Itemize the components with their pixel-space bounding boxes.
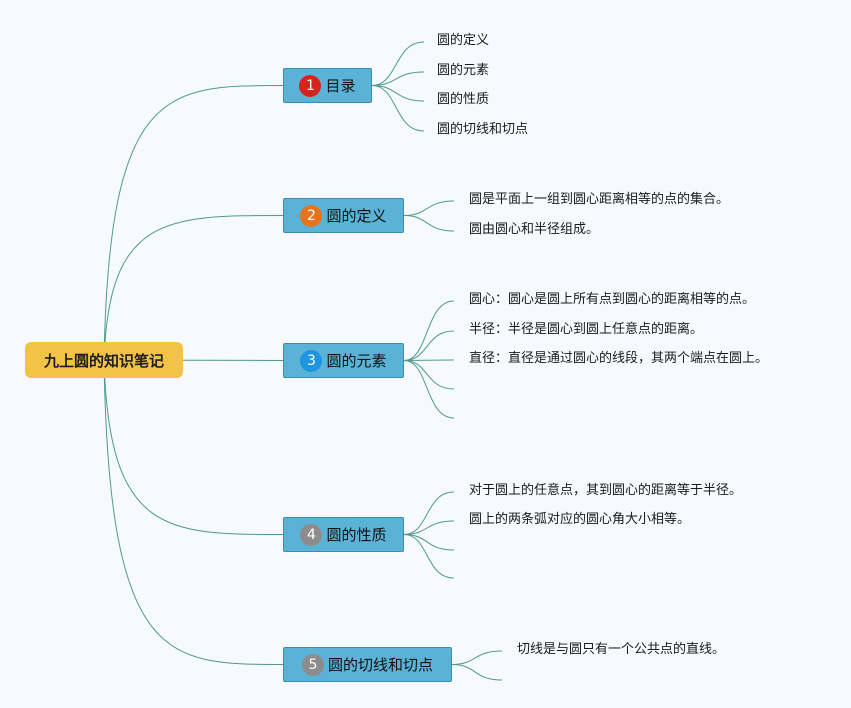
- topic-to-leaf-line: [403, 360, 455, 390]
- root-to-topic-line: [103, 359, 284, 535]
- topic-label: 目录: [325, 77, 356, 95]
- leaf-node[interactable]: 半径：半径是圆心到圆上任意点的距离。: [469, 322, 704, 337]
- topic-to-leaf-line: [371, 85, 425, 132]
- leaf-node[interactable]: 圆的定义: [437, 33, 490, 48]
- leaf-node[interactable]: 切线是与圆只有一个公共点的直线。: [517, 642, 726, 657]
- number-badge-icon: 4: [300, 523, 323, 546]
- topic-label: 圆的定义: [326, 207, 387, 225]
- number-badge-icon: 3: [300, 349, 323, 372]
- topic-to-leaf-line: [403, 359, 455, 361]
- leaf-node[interactable]: 直径：直径是通过圆心的线段，其两个端点在圆上。: [469, 351, 769, 366]
- topic-to-leaf-line: [403, 215, 455, 232]
- root-to-topic-line: [103, 85, 284, 361]
- root-node[interactable]: 九上圆的知识笔记: [25, 342, 183, 378]
- number-badge-icon: 1: [299, 74, 322, 97]
- number-badge-icon: 5: [301, 653, 324, 676]
- topic-to-leaf-line: [403, 300, 455, 361]
- leaf-node[interactable]: 圆的元素: [437, 63, 490, 78]
- topic-to-leaf-line: [403, 534, 455, 551]
- topic-to-leaf-line: [451, 650, 503, 665]
- topic-to-leaf-line: [371, 85, 425, 102]
- topic-to-leaf-line: [403, 200, 455, 216]
- root-title: 九上圆的知识笔记: [43, 351, 164, 370]
- topic-to-leaf-line: [403, 360, 455, 419]
- leaf-node[interactable]: 圆的性质: [437, 92, 490, 107]
- leaf-node[interactable]: 圆上的两条弧对应的圆心角大小相等。: [469, 512, 691, 527]
- root-to-topic-line: [103, 359, 284, 665]
- topic-to-leaf-line: [403, 330, 455, 361]
- root-to-topic-line: [103, 215, 284, 361]
- number-badge-icon: 2: [300, 204, 323, 227]
- leaf-node[interactable]: 对于圆上的任意点，其到圆心的距离等于半径。: [469, 483, 743, 498]
- topic-label: 圆的元素: [326, 352, 387, 370]
- topic-to-leaf-line: [371, 41, 425, 86]
- leaf-node[interactable]: 圆由圆心和半径组成。: [469, 222, 600, 237]
- leaf-node[interactable]: 圆心：圆心是圆上所有点到圆心的距离相等的点。: [469, 292, 756, 307]
- topic-label: 圆的切线和切点: [327, 656, 433, 674]
- topic-to-leaf-line: [451, 664, 503, 681]
- leaf-node[interactable]: 圆的切线和切点: [437, 122, 529, 137]
- topic-to-leaf-line: [403, 534, 455, 579]
- topic-label: 圆的性质: [326, 526, 387, 544]
- topic-to-leaf-line: [403, 520, 455, 535]
- leaf-node[interactable]: 圆是平面上一组到圆心距离相等的点的集合。: [469, 192, 730, 207]
- topic-to-leaf-line: [371, 71, 425, 86]
- topic-to-leaf-line: [403, 491, 455, 535]
